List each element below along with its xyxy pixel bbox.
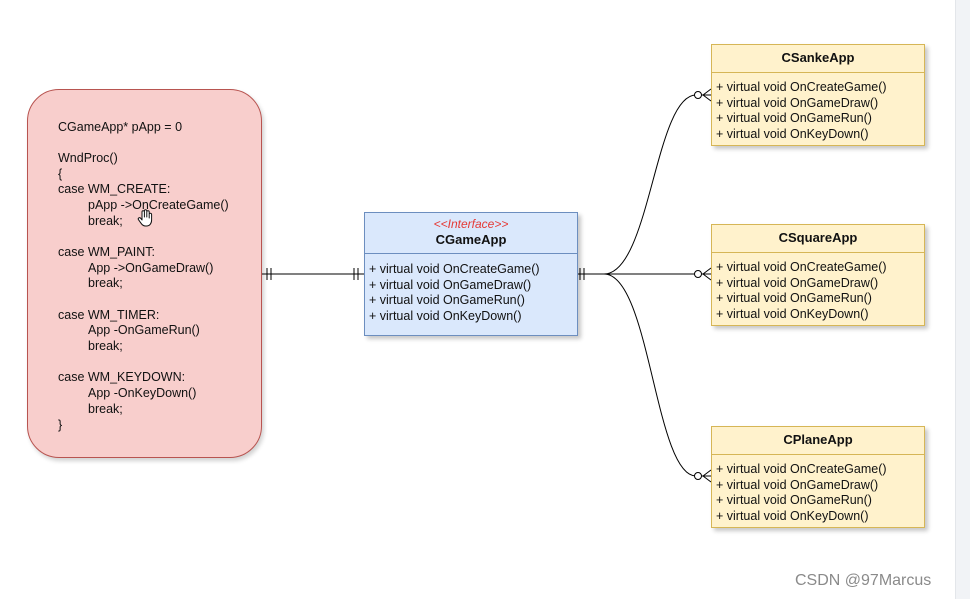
winproc-interface-connector (262, 268, 364, 280)
code-line-case-create: case WM_CREATE: (58, 182, 171, 196)
winproc-box: CGameApp* pApp = 0 WndProc() { case WM_C… (27, 89, 262, 458)
code-line-on-game-run: App -OnGameRun() (88, 323, 200, 337)
right-scroll-strip (955, 0, 970, 599)
class-name: CSankeApp (781, 50, 855, 65)
class-method: + virtual void OnGameRun() (716, 493, 872, 507)
interface-method: + virtual void OnGameDraw() (369, 278, 532, 292)
hand-cursor-icon (137, 209, 153, 227)
interface-name: CGameApp (435, 232, 507, 247)
class-divider (712, 72, 924, 73)
code-line-break: break; (88, 214, 123, 228)
class-method: + virtual void OnGameRun() (716, 291, 872, 305)
interface-divider (365, 253, 577, 254)
code-line-case-paint: case WM_PAINT: (58, 245, 156, 259)
code-line-open-brace: { (58, 167, 63, 181)
interface-implementations-connectors (578, 88, 712, 483)
class-divider (712, 454, 924, 455)
code-line-wndproc: WndProc() (58, 151, 118, 165)
class-name: CPlaneApp (783, 432, 853, 447)
class-method: + virtual void OnGameDraw() (716, 478, 879, 492)
code-line-case-timer: case WM_TIMER: (58, 308, 160, 322)
class-method: + virtual void OnKeyDown() (716, 509, 869, 523)
class-method: + virtual void OnCreateGame() (716, 462, 887, 476)
class-method: + virtual void OnGameDraw() (716, 96, 879, 110)
code-line-close-brace: } (58, 418, 63, 432)
interface-class-cgameapp: <<Interface>> CGameApp + virtual void On… (364, 212, 578, 336)
class-divider (712, 252, 924, 253)
class-name: CSquareApp (778, 230, 858, 245)
code-line-break: break; (88, 339, 123, 353)
class-method: + virtual void OnCreateGame() (716, 260, 887, 274)
class-method: + virtual void OnKeyDown() (716, 127, 869, 141)
interface-method: + virtual void OnGameRun() (369, 293, 525, 307)
class-method: + virtual void OnCreateGame() (716, 80, 887, 94)
interface-method: + virtual void OnKeyDown() (369, 309, 522, 323)
code-line-break: break; (88, 402, 123, 416)
class-method: + virtual void OnGameRun() (716, 111, 872, 125)
watermark: CSDN @97Marcus (795, 572, 932, 589)
class-cplaneapp: CPlaneApp + virtual void OnCreateGame() … (711, 426, 925, 528)
code-line-on-create-game: pApp ->OnCreateGame() (88, 198, 229, 212)
class-csquareapp: CSquareApp + virtual void OnCreateGame()… (711, 224, 925, 326)
interface-stereotype: <<Interface>> (433, 217, 509, 231)
code-line-break: break; (88, 276, 123, 290)
code-line-case-keydown: case WM_KEYDOWN: (58, 370, 186, 384)
code-line-on-game-draw: App ->OnGameDraw() (88, 261, 214, 275)
code-line-on-key-down: App -OnKeyDown() (88, 386, 197, 400)
code-line-papp-declaration: CGameApp* pApp = 0 (58, 120, 183, 134)
class-csankeapp: CSankeApp + virtual void OnCreateGame() … (711, 44, 925, 146)
interface-method: + virtual void OnCreateGame() (369, 262, 540, 276)
class-method: + virtual void OnKeyDown() (716, 307, 869, 321)
class-method: + virtual void OnGameDraw() (716, 276, 879, 290)
